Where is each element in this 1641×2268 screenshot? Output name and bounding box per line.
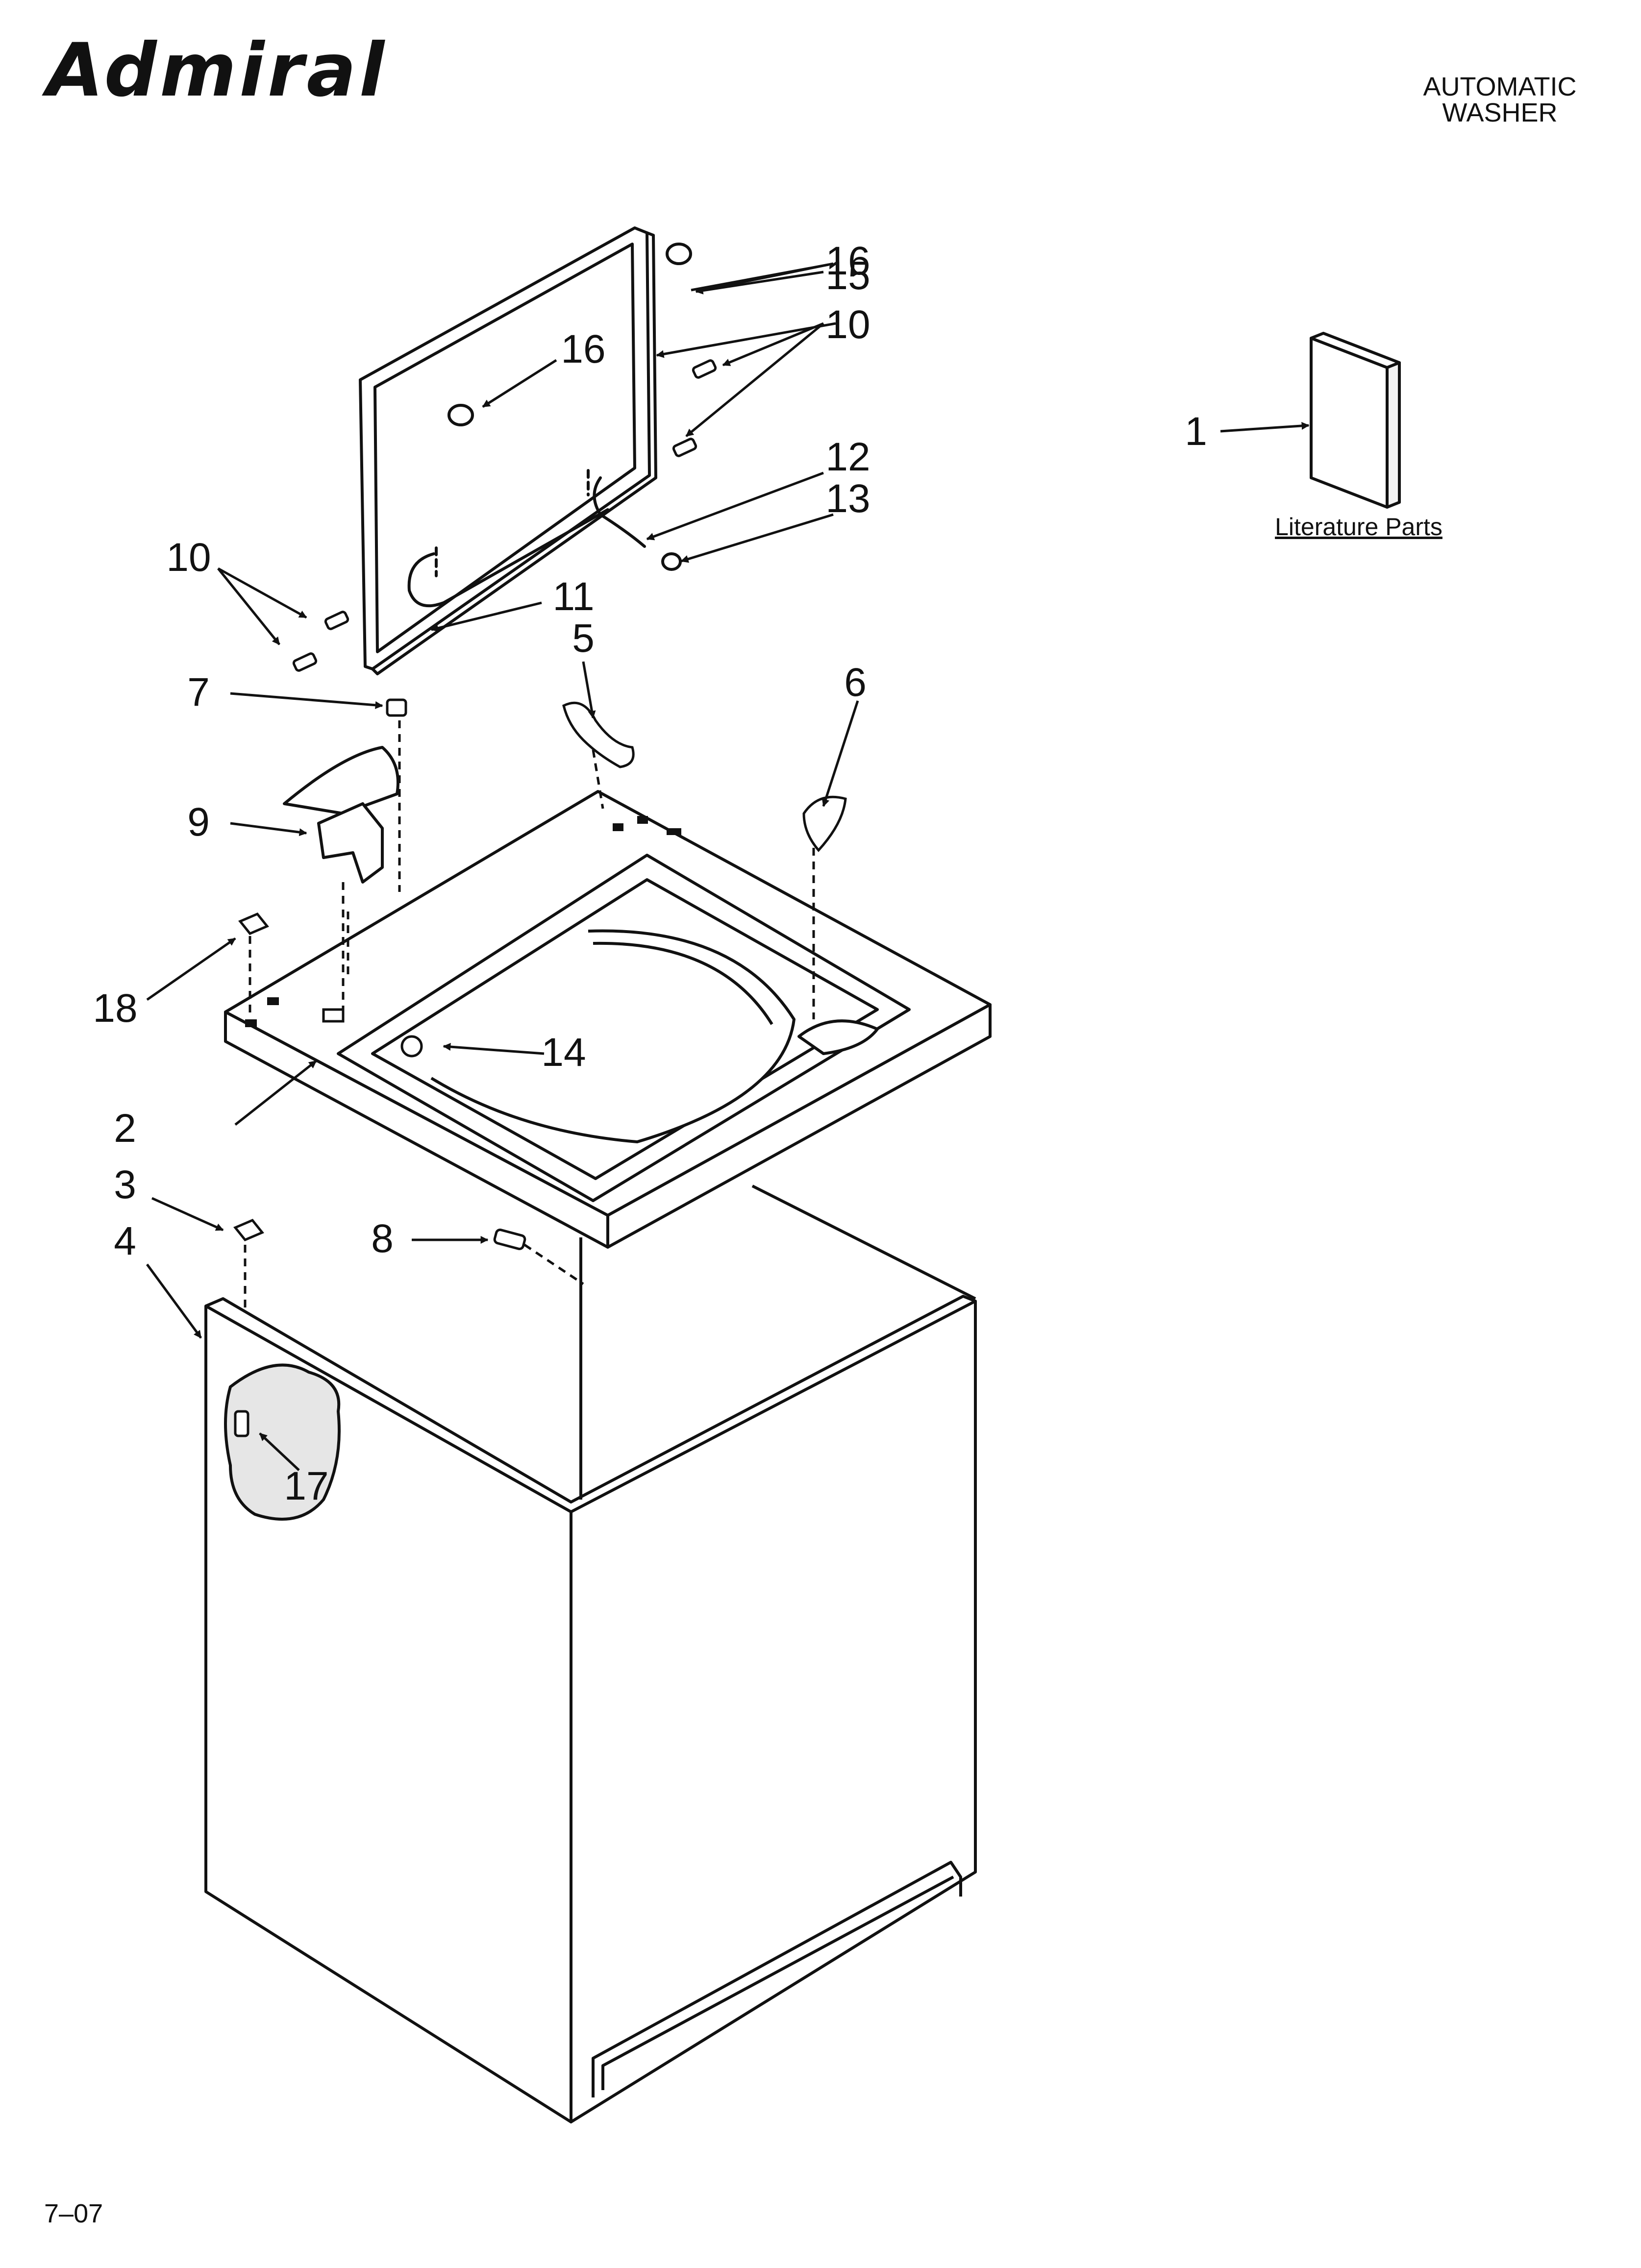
callout-10-right: 10 bbox=[825, 302, 870, 347]
cabinet-screw bbox=[234, 1410, 249, 1437]
lid-bumpers bbox=[448, 243, 692, 571]
callout-6: 6 bbox=[844, 660, 867, 705]
callout-16-left: 16 bbox=[561, 327, 605, 371]
literature-parts-label: Literature Parts bbox=[1275, 513, 1442, 541]
literature-booklet bbox=[1310, 332, 1401, 509]
callout-1: 1 bbox=[1185, 409, 1207, 454]
callout-7: 7 bbox=[187, 670, 210, 715]
assembly-lines bbox=[244, 720, 815, 1313]
callout-12: 12 bbox=[825, 435, 870, 479]
callout-13: 13 bbox=[825, 476, 870, 521]
cabinet-cutaway bbox=[224, 1363, 341, 1521]
callout-2: 2 bbox=[114, 1106, 136, 1151]
small-parts bbox=[233, 698, 847, 1250]
callout-14: 14 bbox=[541, 1030, 586, 1075]
callout-leaders bbox=[146, 262, 1310, 1471]
callout-9: 9 bbox=[187, 800, 210, 844]
callout-3: 3 bbox=[114, 1162, 136, 1207]
footer-code: 7–07 bbox=[44, 2199, 103, 2228]
callout-11: 11 bbox=[552, 574, 594, 619]
callout-17: 17 bbox=[284, 1464, 328, 1508]
top-panel bbox=[224, 790, 992, 1249]
lid-screws bbox=[292, 359, 717, 672]
lid-hinge-wires bbox=[407, 469, 646, 608]
cabinet bbox=[204, 1184, 977, 2123]
callout-8: 8 bbox=[371, 1216, 394, 1261]
callout-18: 18 bbox=[93, 986, 137, 1031]
callout-5: 5 bbox=[572, 616, 595, 661]
doc-title-line1: AUTOMATIC bbox=[1423, 72, 1576, 101]
callout-numbers: 1 2 3 4 5 6 7 8 9 10 10 11 12 13 14 15 1… bbox=[93, 239, 1207, 1508]
callout-16-right: 16 bbox=[825, 239, 870, 283]
lid bbox=[359, 226, 657, 675]
brand-logo: Admiral bbox=[42, 28, 387, 113]
lid-switch bbox=[283, 746, 399, 884]
callout-4: 4 bbox=[114, 1219, 136, 1263]
doc-title-line2: WASHER bbox=[1442, 98, 1557, 127]
top-panel-details bbox=[245, 816, 681, 1027]
callout-10-left: 10 bbox=[166, 535, 211, 580]
callout-15: 15 bbox=[825, 253, 870, 298]
